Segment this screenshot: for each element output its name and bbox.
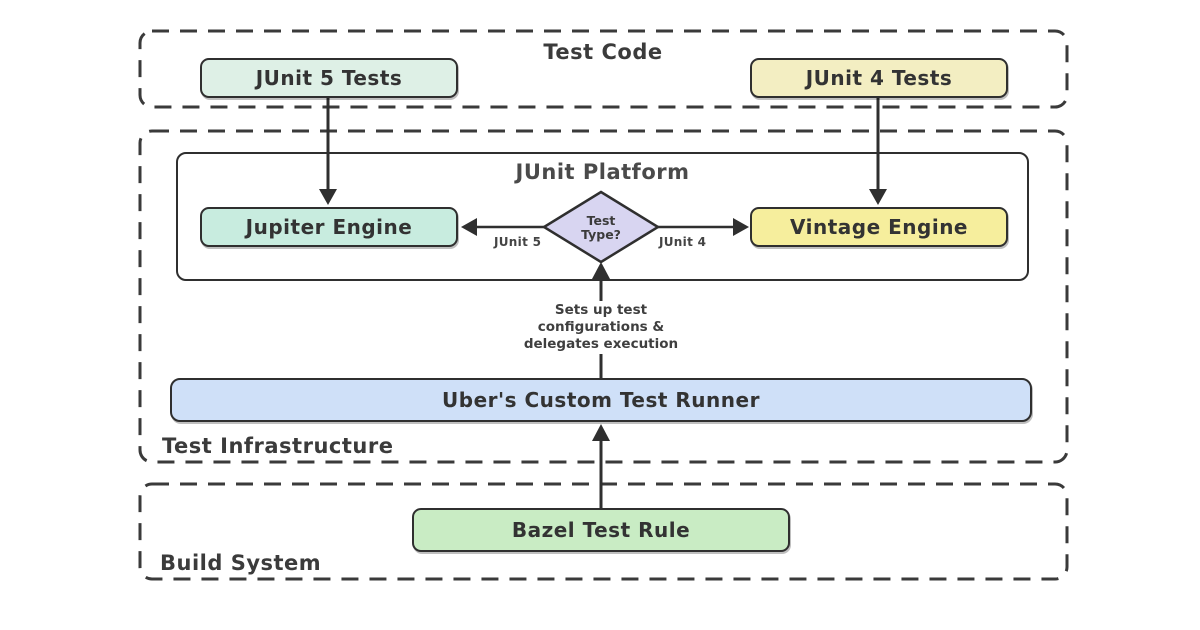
arrow-decision-to-vintage [656,218,749,236]
arrow-bazel-to-runner [592,424,610,509]
arrow-decision-to-jupiter [461,218,546,236]
group-label-build-system: Build System [160,551,322,575]
group-build-system-border [138,482,1069,581]
group-test-code-border [138,29,1069,109]
group-label-test-code: Test Code [543,40,663,64]
decision-label: Test Type? [581,213,621,242]
junit-platform-title: JUnit Platform [515,160,690,184]
arrow-junit4-to-vintage [869,97,887,205]
decision-diamond [541,190,661,264]
group-test-infrastructure-border [138,129,1069,464]
node-uber-custom-test-runner: Uber's Custom Test Runner [170,378,1032,422]
group-label-test-infrastructure: Test Infrastructure [162,434,394,458]
node-bazel-test-rule: Bazel Test Rule [412,508,790,552]
node-junit5-tests: JUnit 5 Tests [200,58,458,98]
runner-annotation: Sets up test configurations & delegates … [497,301,705,354]
edge-label-junit5: JUnit 5 [494,235,542,249]
node-jupiter-engine: Jupiter Engine [200,207,458,247]
node-junit4-tests: JUnit 4 Tests [750,58,1008,98]
edge-label-junit4: JUnit 4 [659,235,707,249]
arrow-junit5-to-jupiter [319,97,337,205]
node-vintage-engine: Vintage Engine [750,207,1008,247]
